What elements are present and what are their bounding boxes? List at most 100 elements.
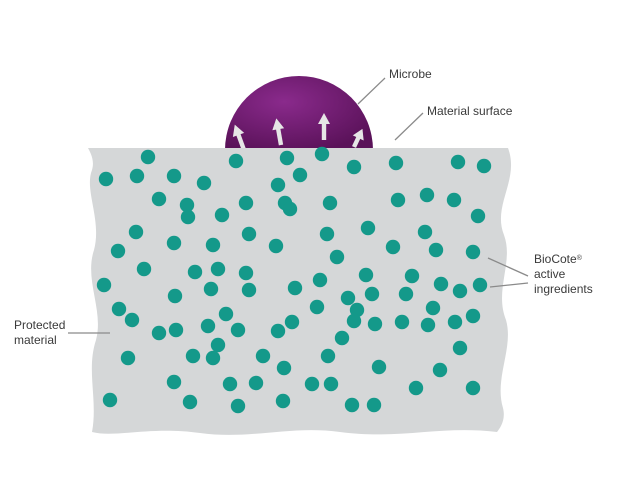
biocote-leader-line-lower <box>489 282 529 288</box>
biocote-particle <box>166 235 182 251</box>
biocote-particle <box>312 272 328 288</box>
biocote-particle <box>210 337 226 353</box>
biocote-particle <box>309 299 325 315</box>
biocote-particle <box>346 313 362 329</box>
biocote-particle <box>284 314 300 330</box>
biocote-particle <box>210 261 226 277</box>
biocote-particle <box>465 380 481 396</box>
biocote-particle <box>196 175 212 191</box>
biocote-particle <box>102 392 118 408</box>
biocote-particle <box>358 267 374 283</box>
biocote-particle <box>282 201 298 217</box>
registered-mark: ® <box>576 255 582 262</box>
biocote-particle <box>287 280 303 296</box>
biocote-particle <box>465 308 481 324</box>
microbe <box>225 76 373 150</box>
biocote-particle <box>340 290 356 306</box>
biocote-particle <box>230 398 246 414</box>
biocote-particle <box>205 237 221 253</box>
biocote-particle <box>110 243 126 259</box>
biocote-particle <box>241 226 257 242</box>
material-surface-label: Material surface <box>427 104 513 118</box>
biocote-particle <box>420 317 436 333</box>
biocote-particle <box>385 239 401 255</box>
biocote-particle <box>276 360 292 376</box>
biocote-particle <box>292 167 308 183</box>
biocote-particle <box>275 393 291 409</box>
biocote-particle <box>433 276 449 292</box>
biocote-particle <box>476 158 492 174</box>
biocote-particle <box>248 375 264 391</box>
biocote-particle <box>344 397 360 413</box>
biocote-particle <box>470 208 486 224</box>
biocote-particle <box>166 374 182 390</box>
biocote-particle <box>452 283 468 299</box>
biocote-particle <box>432 362 448 378</box>
biocote-particle <box>279 150 295 166</box>
biocote-particle <box>465 244 481 260</box>
biocote-label: BioCote® active ingredients <box>534 252 593 297</box>
biocote-particle <box>222 376 238 392</box>
biocote-particle <box>472 277 488 293</box>
surface-leader-line <box>394 112 424 141</box>
biocote-particle <box>364 286 380 302</box>
biocote-particle <box>238 265 254 281</box>
biocote-particle <box>428 242 444 258</box>
biocote-particle <box>120 350 136 366</box>
arrow-icon <box>318 113 330 140</box>
biocote-particle <box>390 192 406 208</box>
biocote-particle <box>419 187 435 203</box>
biocote-particle <box>124 312 140 328</box>
biocote-particle <box>128 224 144 240</box>
biocote-particle <box>214 207 230 223</box>
biocote-particle <box>398 286 414 302</box>
biocote-particle <box>450 154 466 170</box>
protected-label-line2: material <box>14 333 57 347</box>
biocote-particle <box>98 171 114 187</box>
biocote-particle <box>268 238 284 254</box>
biocote-particle <box>166 168 182 184</box>
biocote-particle <box>167 288 183 304</box>
biocote-particle <box>408 380 424 396</box>
biocote-particle <box>320 348 336 364</box>
protected-material-label: Protected material <box>14 318 65 348</box>
biocote-particle <box>371 359 387 375</box>
biocote-particle <box>270 177 286 193</box>
biocote-particle <box>203 281 219 297</box>
biocote-particle <box>366 397 382 413</box>
biocote-particle <box>111 301 127 317</box>
biocote-particle <box>425 300 441 316</box>
biocote-particle <box>417 224 433 240</box>
biocote-particle <box>446 192 462 208</box>
biocote-particle <box>388 155 404 171</box>
biocote-particle <box>447 314 463 330</box>
biocote-particle <box>140 149 156 165</box>
arrow-icon <box>232 124 247 151</box>
biocote-particle <box>96 277 112 293</box>
biocote-particle <box>187 264 203 280</box>
biocote-particle <box>270 323 286 339</box>
arrow-icon <box>272 118 285 146</box>
arrow-icon <box>352 128 364 148</box>
biocote-particle <box>360 220 376 236</box>
biocote-particle <box>151 325 167 341</box>
biocote-particle <box>218 306 234 322</box>
biocote-particle <box>185 348 201 364</box>
biocote-particle <box>230 322 246 338</box>
biocote-particle <box>182 394 198 410</box>
protected-label-line1: Protected <box>14 318 66 332</box>
biocote-particle <box>228 153 244 169</box>
biocote-particle <box>322 195 338 211</box>
biocote-particle <box>329 249 345 265</box>
biocote-particle <box>334 330 350 346</box>
biocote-particle <box>238 195 254 211</box>
microbe-label: Microbe <box>389 67 432 81</box>
biocote-label-line3: ingredients <box>534 282 593 296</box>
microbe-arrows <box>232 113 364 151</box>
biocote-particle <box>304 376 320 392</box>
biocote-particle <box>180 209 196 225</box>
biocote-particle <box>200 318 216 334</box>
biocote-particle <box>241 282 257 298</box>
microbe-leader-line <box>357 77 386 105</box>
biocote-particle <box>349 302 365 318</box>
